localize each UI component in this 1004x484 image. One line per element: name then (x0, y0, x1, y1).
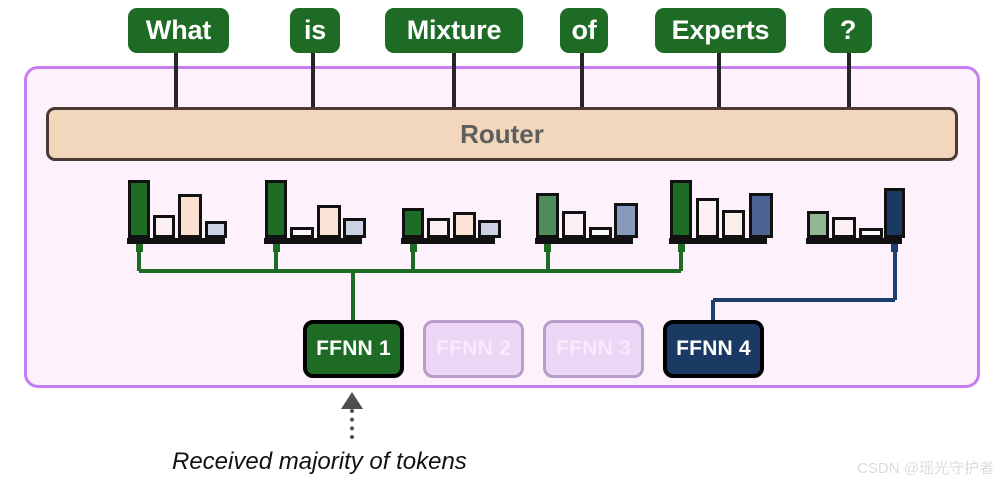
histogram-bar-expert-2 (562, 211, 586, 238)
token-label: Mixture (406, 15, 502, 45)
histogram-bar-expert-1 (402, 208, 424, 238)
token-1-distribution (127, 180, 227, 252)
histogram-bar-expert-4 (343, 218, 366, 238)
histogram-baseline (401, 238, 495, 244)
histogram-bar-expert-4 (884, 188, 905, 238)
router-label: Router (460, 118, 544, 149)
green-drop-4 (545, 244, 550, 271)
histogram-baseline (669, 238, 767, 244)
histogram-bar-expert-1 (536, 193, 559, 238)
green-drop-5 (679, 244, 683, 271)
navy-run (713, 298, 895, 302)
histogram-bar-expert-2 (696, 198, 719, 238)
histogram-baseline (264, 238, 362, 244)
expert-2-box[interactable]: FFNN 2 (423, 320, 524, 378)
token-6-distribution (806, 188, 905, 252)
token-label: of (571, 15, 597, 45)
navy-feed-into-expert-4 (711, 300, 715, 320)
histogram-bar-expert-3 (589, 227, 612, 238)
watermark: CSDN @瑶光守护者 (857, 460, 994, 477)
histogram-bar-expert-3 (453, 212, 476, 238)
histogram-bar-expert-3 (722, 210, 745, 238)
histogram-bar-expert-1 (265, 180, 287, 238)
expert-label: FFNN 2 (436, 337, 511, 360)
token-5-distribution (669, 180, 773, 252)
annotation-caption: Received majority of tokens (172, 448, 467, 475)
histogram-bar-expert-4 (205, 221, 227, 238)
histogram-bar-expert-2 (153, 215, 175, 238)
annotation-arrowhead (341, 392, 363, 409)
expert-3-box[interactable]: FFNN 3 (543, 320, 644, 378)
histogram-bar-expert-4 (478, 220, 501, 238)
green-bus (139, 269, 681, 273)
token-2[interactable]: is (290, 8, 340, 53)
histogram-bar-expert-3 (178, 194, 202, 238)
token-label: ? (839, 15, 857, 45)
histogram-bar-expert-2 (290, 227, 314, 238)
token-2-distribution (264, 180, 366, 252)
histogram-bar-expert-4 (749, 193, 773, 238)
histogram-bar-expert-3 (317, 205, 341, 238)
token-label: What (145, 15, 212, 45)
green-drop-1 (137, 244, 141, 271)
expert-4-box[interactable]: FFNN 4 (663, 320, 764, 378)
expert-label: FFNN 1 (316, 337, 391, 360)
token-3[interactable]: Mixture (385, 8, 523, 53)
token-1[interactable]: What (128, 8, 229, 53)
token-stem-2 (311, 48, 315, 107)
histogram-baseline (127, 238, 225, 244)
token-stem-3 (452, 48, 456, 107)
token-stem-4 (580, 48, 584, 107)
expert-1-box[interactable]: FFNN 1 (303, 320, 404, 378)
expert-label: FFNN 4 (676, 337, 751, 360)
histogram-bar-expert-1 (670, 180, 692, 238)
token-label: is (303, 15, 327, 45)
histogram-bar-expert-2 (832, 217, 856, 238)
token-3-distribution (401, 208, 501, 252)
token-6[interactable]: ? (824, 8, 872, 53)
token-stem-6 (847, 48, 851, 107)
histogram-bar-expert-2 (427, 218, 450, 238)
token-stem-1 (174, 48, 178, 107)
green-drop-3 (411, 244, 415, 271)
annotation-dotted-line (350, 409, 354, 439)
histogram-baseline (806, 238, 902, 244)
histogram-bar-expert-1 (807, 211, 829, 238)
token-4[interactable]: of (560, 8, 608, 53)
expert-label: FFNN 3 (556, 337, 631, 360)
navy-drop (892, 244, 897, 300)
green-drop-2 (274, 244, 278, 271)
router-block[interactable]: Router (46, 107, 958, 161)
token-5[interactable]: Experts (655, 8, 786, 53)
token-4-distribution (535, 193, 638, 252)
histogram-bar-expert-3 (859, 228, 883, 238)
histogram-baseline (535, 238, 633, 244)
token-label: Experts (671, 15, 770, 45)
token-stem-5 (717, 48, 721, 107)
histogram-bar-expert-4 (614, 203, 638, 238)
green-feed-into-expert-1 (351, 271, 355, 320)
histogram-bar-expert-1 (128, 180, 150, 238)
